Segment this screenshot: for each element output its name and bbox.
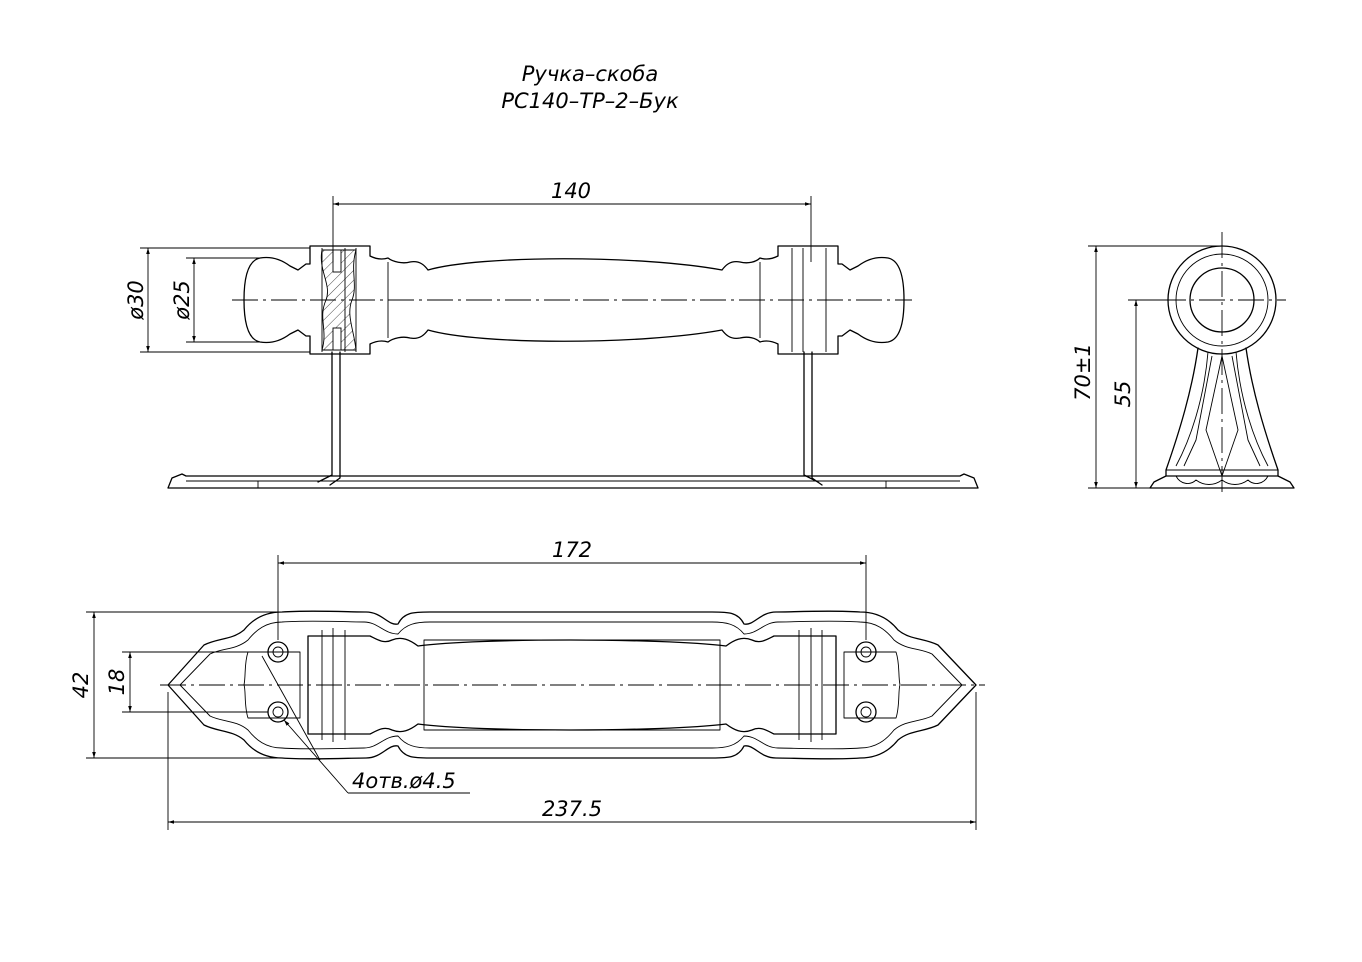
rod-left [329,351,341,486]
dimension-55-label: 55 [1111,381,1135,408]
rod-left [317,351,333,483]
handle-profile [243,245,905,355]
top-view: 172 42 18 4отв.ø4.5 237.5 [69,538,985,830]
rod-right [803,351,819,483]
base-plate [167,473,979,489]
dimension-18-label: 18 [105,669,129,696]
section-hatch [320,249,357,351]
title-line-1: Ручка–скоба [522,62,658,86]
mounting-hole [267,701,289,723]
holes-leader [283,719,349,794]
end-foot-detail [1175,475,1269,485]
dimension-d25-label: ø25 [170,280,194,321]
mounting-hole [855,641,877,663]
dimension-237-5-label: 237.5 [542,797,602,821]
dimension-d30-label: ø30 [124,280,148,321]
end-foot [1149,475,1295,489]
top-plate-outline [167,610,977,760]
rod-slot [332,327,342,351]
end-pad-right [843,651,901,719]
dimension-42-label: 42 [69,672,93,699]
handle-window [423,639,721,731]
end-bracket [1165,347,1279,477]
top-plate-inner [179,620,963,750]
title-block: Ручка–скоба РС140–ТР–2–Бук [501,62,679,113]
mounting-hole [855,701,877,723]
end-inner-circle [1189,267,1255,333]
dimension-70-label: 70±1 [1071,343,1095,401]
end-pad-left [243,651,301,719]
title-line-2: РС140–ТР–2–Бук [501,89,679,113]
end-bracket-rib [1183,355,1261,467]
holes-callout-label: 4отв.ø4.5 [352,769,456,793]
dimension-140-label: 140 [551,179,591,203]
holes-leader [261,655,321,761]
rod-slot [332,249,342,273]
top-handle [307,635,837,735]
end-bracket-inner [1175,351,1269,467]
side-view: 140 ø30 ø25 [124,179,979,489]
rod-right [811,351,823,486]
end-view: 70±1 55 [1071,232,1295,492]
dimension-172-label: 172 [552,538,592,562]
